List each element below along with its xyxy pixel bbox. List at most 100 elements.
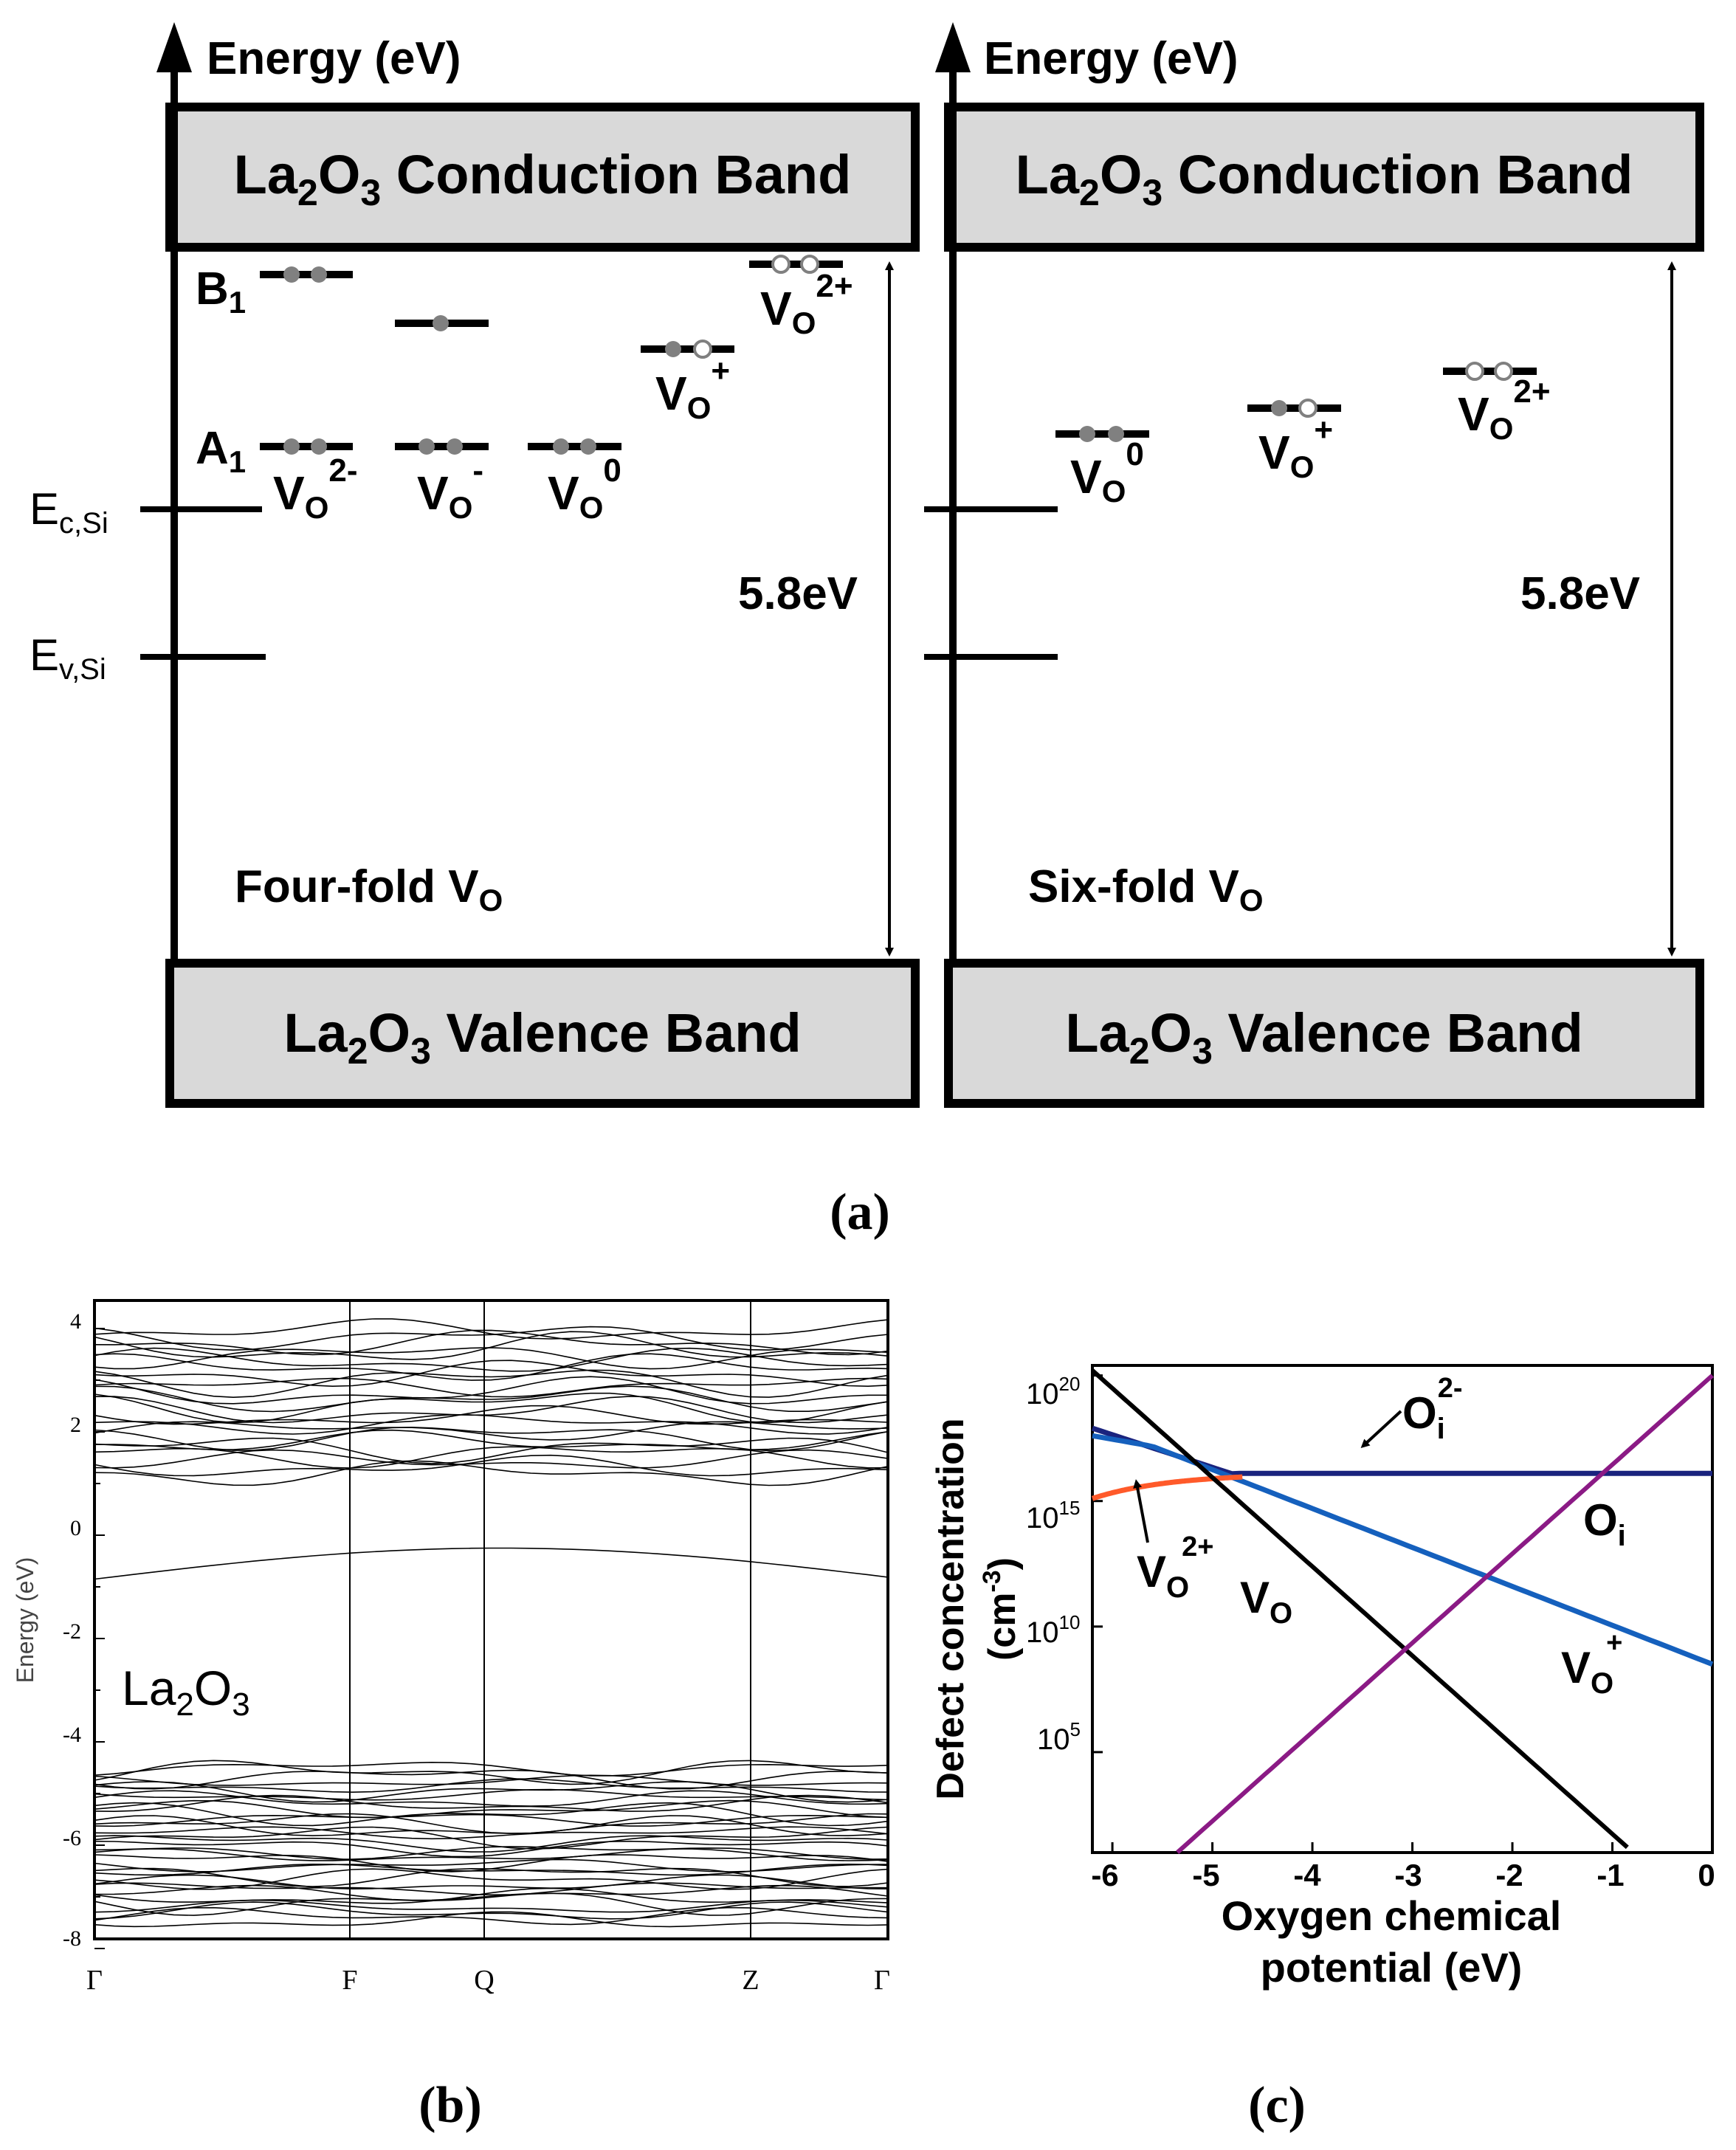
ytick-1e5: 105 bbox=[1037, 1718, 1081, 1756]
arrow-oi2-minus-icon bbox=[1360, 1410, 1402, 1449]
band-line bbox=[94, 1426, 889, 1452]
band-line bbox=[94, 1848, 889, 1861]
band-line bbox=[94, 1437, 889, 1464]
xtick: -5 bbox=[1192, 1858, 1219, 1892]
band-line bbox=[94, 1906, 889, 1926]
band-line bbox=[94, 1413, 889, 1435]
ytick: -4 bbox=[63, 1723, 81, 1747]
vo0-label: VO0 bbox=[548, 452, 621, 525]
band-line bbox=[94, 1794, 889, 1813]
band-line bbox=[94, 1385, 889, 1413]
band-line bbox=[94, 1761, 889, 1777]
xtick: -4 bbox=[1293, 1858, 1321, 1892]
defect-level-vo-plus bbox=[641, 340, 734, 359]
kpoint-z: Z bbox=[742, 1965, 759, 1996]
band-line bbox=[94, 1826, 889, 1850]
vo-minus-label: VO- bbox=[417, 452, 483, 525]
concentration-curves bbox=[1091, 1368, 1714, 1854]
energy-axis-label-left: Energy (eV) bbox=[207, 33, 461, 84]
kpoint-f: F bbox=[342, 1965, 357, 1996]
label-oi: Oi bbox=[1583, 1495, 1626, 1552]
label-vo-plus: VO+ bbox=[1561, 1627, 1622, 1700]
band-line bbox=[94, 1421, 889, 1441]
band-line bbox=[94, 1360, 889, 1388]
six-fold-title: Six-fold VO bbox=[1028, 861, 1264, 917]
kpoint-q: Q bbox=[474, 1965, 494, 1996]
band-line bbox=[94, 1826, 889, 1840]
vo2plus-label-right: VO2+ bbox=[1458, 373, 1551, 446]
plot-frame-c bbox=[1091, 1364, 1714, 1854]
band-line bbox=[94, 1329, 889, 1356]
curve-oi bbox=[1176, 1374, 1714, 1854]
ytick: -8 bbox=[63, 1926, 81, 1951]
label-vo: VO bbox=[1240, 1573, 1292, 1630]
band-line bbox=[94, 1911, 889, 1928]
band-line bbox=[94, 1882, 889, 1896]
band-line bbox=[94, 1868, 889, 1890]
band-line bbox=[94, 1454, 889, 1477]
gap-label-right: 5.8eV bbox=[1520, 568, 1640, 619]
xlabel-c-line1: Oxygen chemical bbox=[1222, 1892, 1562, 1939]
caption-a: (a) bbox=[830, 1184, 890, 1241]
valence-band-label-right: La2O3 Valence Band bbox=[1065, 1002, 1582, 1072]
ec-si-label: Ec,Si bbox=[30, 484, 108, 540]
valence-band-box bbox=[165, 959, 920, 1108]
xtick-labels-c: -6 -5 -4 -3 -2 -1 0 bbox=[1091, 1858, 1715, 1892]
vo0-label-right: VO0 bbox=[1070, 436, 1144, 509]
xtick: -3 bbox=[1394, 1858, 1422, 1892]
energy-ticks: 4 2 0 -2 -4 -6 -8 bbox=[63, 1309, 105, 1951]
caption-b: (b) bbox=[418, 2077, 482, 2134]
ylabel-c-line2: (cm-3) bbox=[978, 1557, 1024, 1661]
band-line bbox=[94, 1347, 889, 1372]
conduction-band-box-right bbox=[944, 103, 1704, 252]
defect-level-vo2plus-right bbox=[1443, 362, 1537, 381]
band-line bbox=[94, 1446, 889, 1469]
band-line bbox=[94, 1778, 889, 1794]
defect-level-vo-minus-a1 bbox=[395, 438, 489, 455]
band-structure-frame bbox=[93, 1299, 889, 1940]
ytick: 0 bbox=[70, 1516, 81, 1540]
energy-axis-label-b: Energy (eV) bbox=[12, 1557, 38, 1684]
band-line bbox=[94, 1392, 889, 1424]
band-line bbox=[94, 1863, 889, 1876]
valence-band-label: La2O3 Valence Band bbox=[283, 1002, 801, 1072]
ev-si-label: Ev,Si bbox=[30, 630, 106, 686]
band-line bbox=[94, 1781, 889, 1803]
ytick: 4 bbox=[70, 1309, 81, 1334]
four-fold-title: Four-fold VO bbox=[235, 861, 503, 917]
material-label: La2O3 bbox=[122, 1661, 250, 1723]
xtick: 0 bbox=[1698, 1858, 1715, 1892]
kpoint-gamma: Γ bbox=[86, 1965, 103, 1996]
xtick: -6 bbox=[1091, 1858, 1118, 1892]
arrow-vo2-plus-icon bbox=[1133, 1479, 1149, 1543]
band-line bbox=[94, 1846, 889, 1860]
conduction-band-label: La2O3 Conduction Band bbox=[234, 144, 852, 213]
ytick: -6 bbox=[63, 1826, 81, 1850]
band-line bbox=[94, 1353, 889, 1381]
xlabel-c-line2: potential (eV) bbox=[1261, 1944, 1523, 1991]
band-line bbox=[94, 1790, 889, 1807]
four-fold-diagram: La2O3 Conduction Band La2O3 Valence Band… bbox=[30, 22, 920, 1108]
conduction-band-label-right: La2O3 Conduction Band bbox=[1016, 144, 1633, 213]
band-line bbox=[94, 1899, 889, 1913]
band-line bbox=[94, 1326, 889, 1351]
band-line bbox=[94, 1774, 889, 1786]
band-line bbox=[94, 1788, 889, 1801]
xtick: -1 bbox=[1596, 1858, 1624, 1892]
defect-level-vo0-right bbox=[1055, 426, 1149, 442]
valence-band-box-right bbox=[944, 959, 1704, 1108]
band-line bbox=[94, 1884, 889, 1901]
panel-c: 1020 1015 1010 105 -6 -5 -4 -3 -2 -1 0 D… bbox=[929, 1364, 1715, 2134]
panel-a: La2O3 Conduction Band La2O3 Valence Band… bbox=[30, 22, 1704, 1241]
b1-label: B1 bbox=[196, 263, 246, 320]
kpoint-labels: Γ F Q Z Γ bbox=[86, 1965, 890, 1996]
vo-plus-label-right: VO+ bbox=[1258, 412, 1333, 484]
ytick: 2 bbox=[70, 1413, 81, 1437]
band-line bbox=[94, 1813, 889, 1827]
ytick: -2 bbox=[63, 1619, 81, 1644]
band-line bbox=[94, 1835, 889, 1853]
band-line bbox=[94, 1840, 889, 1858]
curve-vo2-plus bbox=[1091, 1474, 1243, 1501]
ytick-1e10: 1010 bbox=[1026, 1611, 1080, 1649]
